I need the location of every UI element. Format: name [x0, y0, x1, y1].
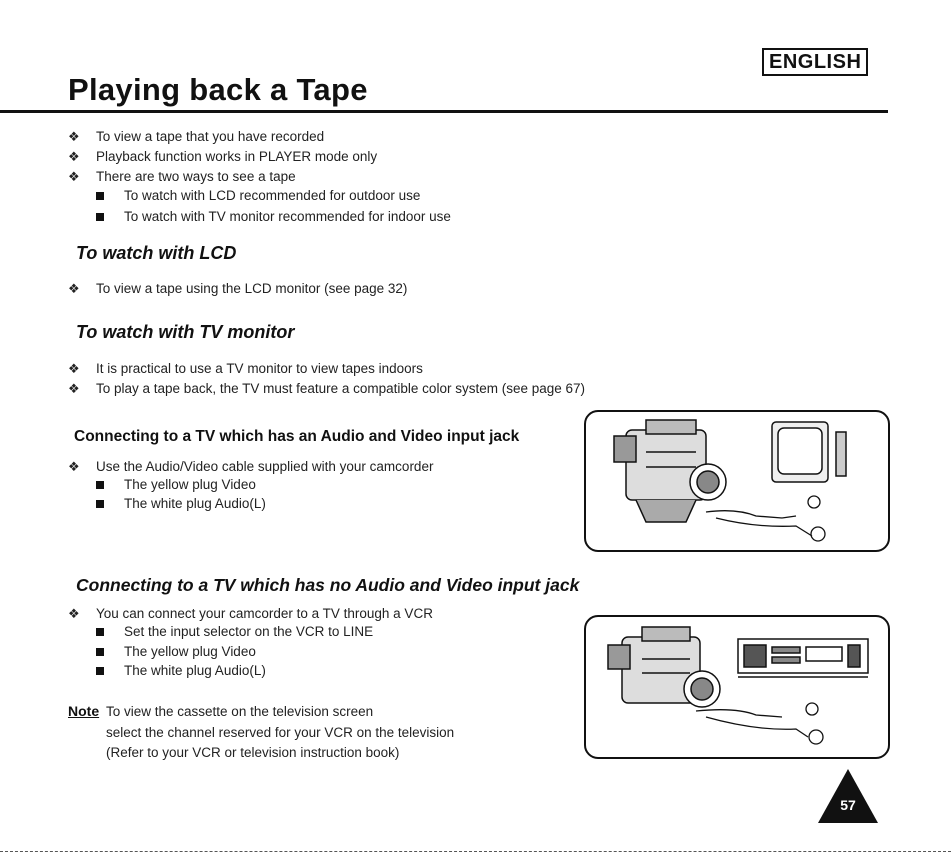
diamond-bullet-icon: ❖ [68, 381, 80, 396]
diamond-bullet-icon: ❖ [68, 281, 80, 296]
title-rule [0, 110, 888, 113]
language-badge: ENGLISH [762, 48, 869, 76]
square-bullet-icon [96, 192, 104, 200]
square-bullet-icon [96, 628, 104, 636]
note-line: To view the cassette on the television s… [106, 704, 374, 719]
square-bullet-icon [96, 500, 104, 508]
diamond-bullet-icon: ❖ [68, 169, 80, 184]
av-jack-heading: Connecting to a TV which has an Audio an… [74, 428, 520, 445]
diamond-bullet-icon: ❖ [68, 129, 80, 144]
square-bullet-icon [96, 648, 104, 656]
no-av-sub-bullet: Set the input selector on the VCR to LIN… [124, 624, 374, 639]
camcorder-vcr-diagram [607, 626, 869, 745]
vcr-icon [737, 638, 869, 678]
camcorder-icon [613, 419, 727, 523]
av-jack-bullet: Use the Audio/Video cable supplied with … [96, 459, 434, 474]
intro-sub-bullet: To watch with LCD recommended for outdoo… [124, 188, 421, 203]
page-number-badge: 57 [816, 767, 880, 825]
vcr-connection-illustration [584, 615, 890, 759]
no-av-bullet: You can connect your camcorder to a TV t… [96, 606, 433, 621]
no-av-sub-bullet: The yellow plug Video [124, 644, 256, 659]
intro-bullet: To view a tape that you have recorded [96, 129, 325, 144]
note-line: (Refer to your VCR or television instruc… [106, 745, 400, 760]
lcd-bullet: To view a tape using the LCD monitor (se… [96, 281, 408, 296]
no-av-sub-bullet: The white plug Audio(L) [124, 663, 266, 678]
av-cable-icon [695, 702, 824, 745]
diamond-bullet-icon: ❖ [68, 459, 80, 474]
square-bullet-icon [96, 481, 104, 489]
diamond-bullet-icon: ❖ [68, 606, 80, 621]
camcorder-tv-diagram [613, 419, 847, 542]
tv-bullet: It is practical to use a TV monitor to v… [96, 361, 423, 376]
intro-sub-bullet: To watch with TV monitor recommended for… [124, 209, 451, 224]
camcorder-icon [607, 626, 721, 708]
av-cable-icon [705, 495, 826, 542]
page-number: 57 [840, 797, 856, 813]
av-jack-sub-bullet: The white plug Audio(L) [124, 496, 266, 511]
note-line: select the channel reserved for your VCR… [106, 725, 455, 740]
bottom-rule [0, 851, 951, 853]
tv-heading: To watch with TV monitor [76, 322, 295, 342]
intro-bullet: Playback function works in PLAYER mode o… [96, 149, 378, 164]
diamond-bullet-icon: ❖ [68, 149, 80, 164]
square-bullet-icon [96, 213, 104, 221]
tv-connection-illustration [584, 410, 890, 552]
square-bullet-icon [96, 667, 104, 675]
page-title: Playing back a Tape [68, 72, 368, 107]
no-av-heading: Connecting to a TV which has no Audio an… [76, 575, 580, 595]
lcd-heading: To watch with LCD [76, 243, 237, 263]
tv-icon [771, 421, 847, 483]
intro-bullet: There are two ways to see a tape [96, 169, 296, 184]
av-jack-sub-bullet: The yellow plug Video [124, 477, 256, 492]
note-label: Note [68, 703, 100, 719]
triangle-icon [818, 769, 878, 823]
tv-bullet: To play a tape back, the TV must feature… [96, 381, 586, 396]
diamond-bullet-icon: ❖ [68, 361, 80, 376]
